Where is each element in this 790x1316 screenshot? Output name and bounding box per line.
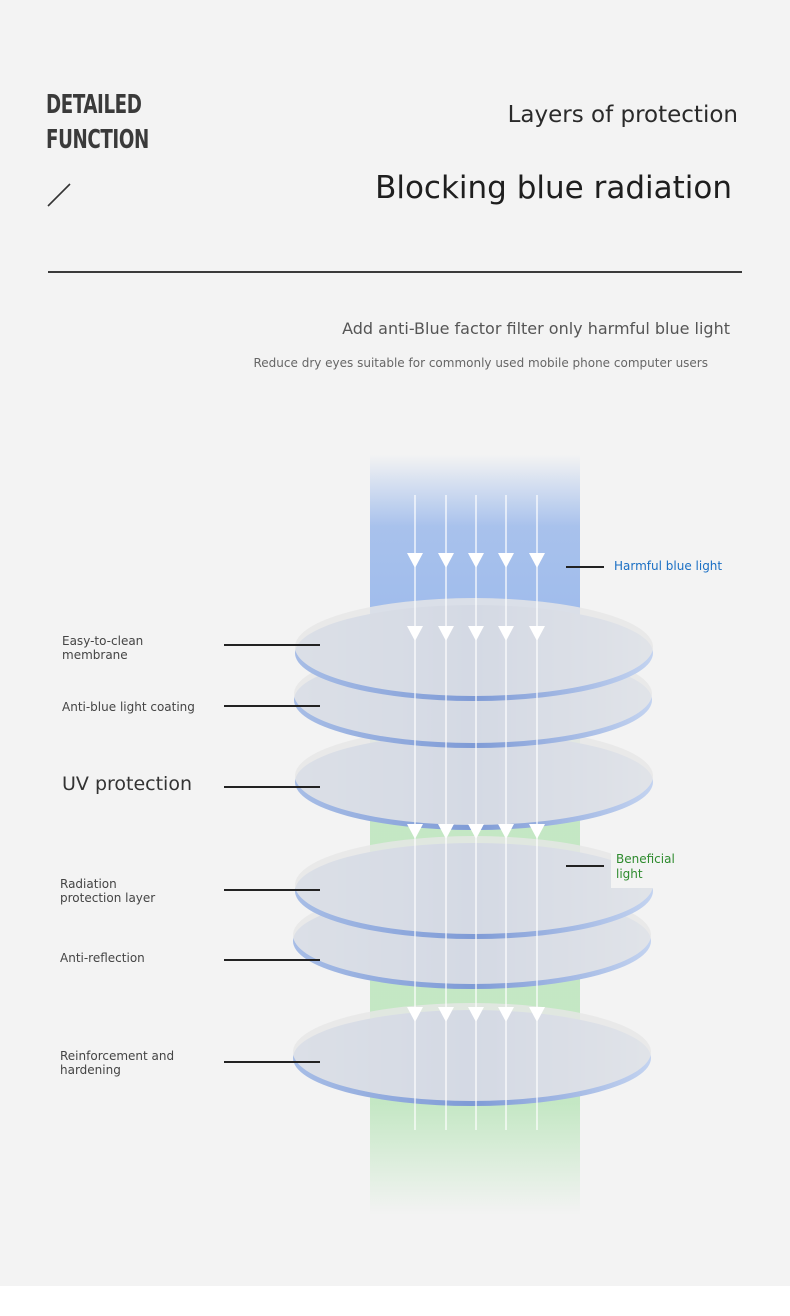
description-primary: Add anti-Blue factor filter only harmful…	[342, 319, 730, 338]
description-secondary: Reduce dry eyes suitable for commonly us…	[253, 356, 709, 370]
slash-decoration-icon	[47, 183, 71, 207]
layer-leader-line	[224, 644, 320, 646]
lens-layer-3	[295, 727, 653, 830]
beneficial-label-line1: Beneficial	[616, 852, 675, 866]
layer-label-reinforcement: Reinforcement and hardening	[60, 1049, 230, 1077]
ray-arrowheads	[407, 553, 545, 1022]
header-divider	[48, 271, 742, 273]
product-detail-page: DETAILED FUNCTION Layers of protection B…	[0, 0, 790, 1286]
lens-layer-4	[295, 836, 653, 939]
beneficial-label-line2: light	[616, 867, 643, 881]
layer-label-line2: membrane	[62, 648, 128, 662]
layer-label-line1: UV protection	[62, 773, 193, 795]
section-subtitle: Layers of protection	[507, 102, 738, 128]
layer-label-line2: hardening	[60, 1063, 121, 1077]
harmful-light-leader-line	[566, 566, 604, 568]
layer-leader-line	[224, 889, 320, 891]
light-rays	[414, 495, 538, 1130]
layer-leader-line	[224, 959, 320, 961]
harmful-blue-light-label: Harmful blue light	[614, 559, 723, 573]
layer-label-uv-protection: UV protection	[62, 773, 262, 795]
layer-label-anti-blue-coating: Anti-blue light coating	[62, 700, 232, 714]
lens-layer-6	[293, 1003, 651, 1106]
section-title: Blocking blue radiation	[375, 170, 732, 206]
layer-label-line1: Anti-blue light coating	[62, 700, 195, 714]
layer-label-line1: Reinforcement and	[60, 1049, 175, 1063]
layer-leader-line	[224, 705, 320, 707]
beneficial-light-leader-line	[566, 865, 604, 867]
layer-label-line1: Radiation	[60, 877, 117, 891]
layer-label-anti-reflection: Anti-reflection	[60, 951, 230, 965]
beneficial-light-label: Beneficial light	[611, 851, 676, 888]
layer-label-line1: Easy-to-clean	[62, 634, 144, 648]
layer-label-easy-to-clean: Easy-to-clean membrane	[62, 634, 232, 662]
layer-label-line2: protection layer	[60, 891, 156, 905]
layer-label-radiation-protection: Radiation protection layer	[60, 877, 230, 905]
layer-leader-line	[224, 1061, 320, 1063]
layer-leader-line	[224, 786, 320, 788]
lens-layer-1	[295, 598, 653, 701]
detail-heading-line1: DETAILED	[46, 90, 142, 120]
lens-layers-diagram	[293, 455, 653, 1215]
layer-label-line1: Anti-reflection	[60, 951, 145, 965]
